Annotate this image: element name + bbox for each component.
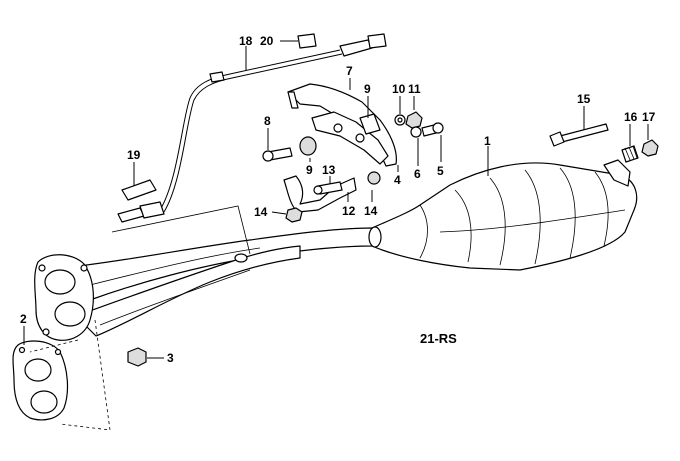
leader-lines (23, 40, 649, 359)
rubber-mount (299, 136, 381, 185)
callout-17: 17 (642, 110, 656, 124)
callout-5: 5 (437, 164, 444, 178)
callout-14-left: 14 (254, 205, 268, 219)
callout-labels: 1 2 3 4 5 6 7 8 9 9 10 11 12 13 14 14 15… (20, 34, 656, 365)
bracket-assembly (287, 83, 397, 167)
callout-13: 13 (322, 163, 336, 177)
guide-line (59, 319, 111, 431)
callout-3: 3 (167, 351, 174, 365)
callout-6: 6 (414, 167, 421, 181)
diagram-code: 21-RS (420, 331, 457, 346)
nut-3 (127, 347, 147, 367)
bolt-13 (313, 181, 343, 195)
callout-19: 19 (127, 148, 141, 162)
exhaust-pipe (61, 227, 373, 337)
callout-4: 4 (394, 173, 401, 187)
bolt-5 (421, 122, 444, 137)
callout-10: 10 (392, 82, 406, 96)
washer-6 (410, 126, 422, 138)
callout-9-top: 9 (364, 82, 371, 96)
washer-10 (394, 114, 406, 126)
callout-14-right: 14 (364, 204, 378, 218)
oxygen-sensor (117, 179, 165, 223)
callout-15: 15 (577, 92, 591, 106)
callout-20: 20 (260, 34, 274, 48)
callout-7: 7 (346, 64, 353, 78)
callout-8: 8 (264, 114, 271, 128)
nut-14 (285, 207, 303, 223)
callout-1: 1 (484, 134, 491, 148)
catalytic-converter (368, 159, 638, 271)
callout-18: 18 (239, 34, 253, 48)
manifold-flange (34, 254, 94, 341)
clamp-12 (283, 175, 357, 213)
clip-20 (297, 33, 317, 49)
callout-11: 11 (408, 82, 421, 96)
nut-17 (641, 139, 659, 157)
guide-line (29, 339, 79, 353)
bolt-15 (549, 123, 609, 147)
callout-16: 16 (624, 110, 638, 124)
gasket (12, 340, 69, 421)
bolt-8 (262, 147, 293, 162)
spring-16 (621, 145, 639, 163)
callout-2: 2 (20, 312, 27, 326)
callout-12: 12 (342, 204, 356, 218)
sensor-bracket-line (111, 205, 251, 255)
oxygen-sensor-cable (159, 33, 387, 213)
nut-11 (405, 111, 423, 129)
callout-9-bottom: 9 (306, 163, 313, 177)
